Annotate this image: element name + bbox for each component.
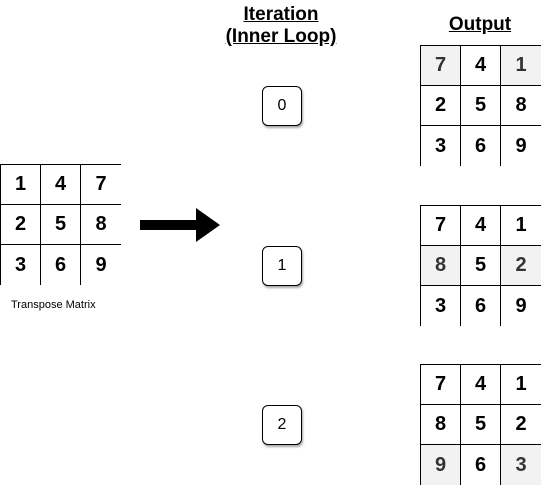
matrix-cell: 4 <box>41 165 81 205</box>
matrix-cell: 9 <box>501 126 541 166</box>
iteration-box-1: 1 <box>262 246 302 286</box>
matrix-cell: 4 <box>461 206 501 246</box>
matrix-cell: 5 <box>461 246 501 286</box>
iteration-index: 0 <box>277 97 287 114</box>
matrix-cell: 6 <box>461 286 501 326</box>
matrix-cell: 2 <box>501 246 541 286</box>
matrix-cell: 2 <box>1 205 41 245</box>
matrix-cell: 9 <box>501 286 541 326</box>
matrix-cell: 7 <box>81 165 121 205</box>
matrix-cell: 8 <box>421 246 461 286</box>
iteration-box-2: 2 <box>262 405 302 445</box>
matrix-cell: 1 <box>501 206 541 246</box>
input-matrix-caption: Transpose Matrix <box>11 299 96 311</box>
matrix-cell: 3 <box>421 286 461 326</box>
matrix-cell: 5 <box>41 205 81 245</box>
matrix-cell: 5 <box>461 405 501 445</box>
matrix-cell: 8 <box>501 86 541 126</box>
matrix-cell: 3 <box>421 126 461 166</box>
right-arrow-icon <box>140 208 220 242</box>
matrix-cell: 6 <box>461 126 501 166</box>
matrix-cell: 4 <box>461 46 501 86</box>
matrix-cell: 2 <box>421 86 461 126</box>
iteration-heading-line1: Iteration <box>243 4 319 25</box>
iteration-box-0: 0 <box>262 86 302 126</box>
matrix-cell: 3 <box>1 245 41 285</box>
matrix-cell: 1 <box>1 165 41 205</box>
matrix-cell: 9 <box>421 445 461 485</box>
matrix-cell: 8 <box>81 205 121 245</box>
iteration-index: 2 <box>277 416 287 433</box>
matrix-cell: 1 <box>501 365 541 405</box>
matrix-cell: 5 <box>461 86 501 126</box>
matrix-cell: 2 <box>501 405 541 445</box>
matrix-cell: 1 <box>501 46 541 86</box>
iteration-heading-line2: (Inner Loop) <box>225 26 337 47</box>
matrix-cell: 6 <box>461 445 501 485</box>
matrix-cell: 7 <box>421 46 461 86</box>
iteration-heading: Iteration (Inner Loop) <box>214 4 348 48</box>
matrix-cell: 4 <box>461 365 501 405</box>
output-heading: Output <box>448 14 512 35</box>
matrix-cell: 8 <box>421 405 461 445</box>
matrix-cell: 3 <box>501 445 541 485</box>
matrix-cell: 7 <box>421 365 461 405</box>
iteration-index: 1 <box>277 257 287 274</box>
matrix-cell: 7 <box>421 206 461 246</box>
matrix-cell: 9 <box>81 245 121 285</box>
matrix-cell: 6 <box>41 245 81 285</box>
